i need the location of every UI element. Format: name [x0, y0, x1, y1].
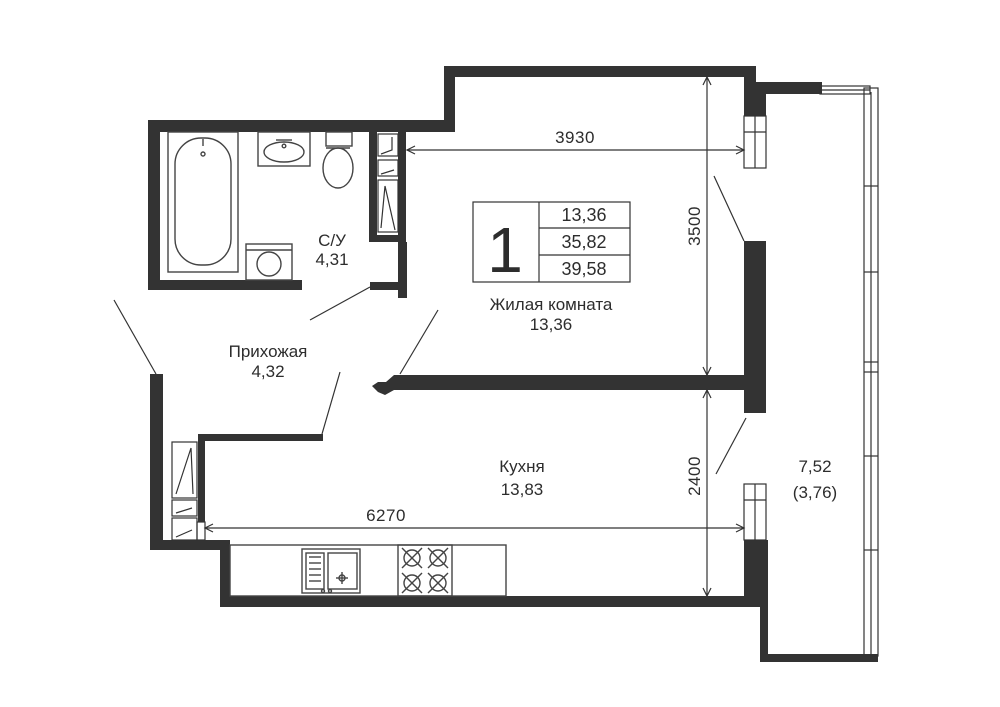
- balcony-area-reduced: (3,76): [793, 483, 837, 502]
- wall-kitchen-bottom: [220, 596, 766, 607]
- wall-hall-kitchen-shaft: [198, 434, 205, 522]
- total-area-with-balcony-value: 39,58: [561, 259, 606, 279]
- wall-living-left-upper: [444, 66, 455, 132]
- bathroom-name: С/У: [318, 231, 346, 250]
- wall-living-kitchen-end: [372, 375, 394, 395]
- shaft-kitchen-3: [171, 517, 198, 541]
- door-swing-living-room: [399, 309, 439, 375]
- wall-balcony-side: [760, 540, 768, 660]
- info-box-frame: [472, 201, 631, 283]
- wall-bath-top: [148, 120, 454, 132]
- kitchen-sink: [301, 548, 361, 594]
- dim-living-depth: 3500: [685, 206, 704, 246]
- wall-bath-left: [148, 120, 160, 290]
- kitchen-fixtures: [229, 544, 507, 597]
- rooms-count: 1: [487, 214, 523, 286]
- wall-pier: [744, 241, 766, 413]
- dim-kitchen-width: 6270: [366, 506, 406, 525]
- kitchen-name: Кухня: [499, 457, 545, 476]
- walls: [148, 66, 878, 662]
- living-room-area: 13,36: [530, 315, 573, 334]
- door-swing-bathroom: [309, 286, 371, 321]
- wall-bath-door-jamb: [398, 242, 407, 298]
- wall-living-top: [444, 66, 756, 77]
- toilet: [322, 147, 354, 189]
- wall-living-kitchen: [394, 375, 756, 390]
- door-swing-kitchen: [715, 417, 747, 475]
- wall-hall-kitchen: [205, 434, 323, 441]
- wall-kitchen-left-stub: [150, 540, 230, 550]
- wall-living-right-jamb: [756, 82, 766, 116]
- kitchen-area: 13,83: [501, 480, 544, 499]
- shaft-kitchen-2: [171, 499, 198, 517]
- wall-balcony-bottom: [760, 654, 878, 662]
- bathroom-area: 4,31: [315, 250, 348, 269]
- shaft-bath-2: [377, 159, 399, 177]
- door-swing-entrance: [113, 299, 157, 375]
- balcony-glazing: [819, 85, 879, 657]
- wall-bath-shaft-bottom: [369, 235, 406, 242]
- washing-machine: [245, 243, 293, 281]
- door-swings: [113, 286, 439, 435]
- wall-bath-door-stub: [370, 282, 407, 290]
- balcony-area: 7,52: [798, 457, 831, 476]
- toilet-tank: [325, 131, 353, 147]
- wall-kitchen-left-lower: [220, 540, 230, 606]
- wall-bath-right-outer: [398, 132, 406, 242]
- wall-living-right-top: [744, 66, 756, 116]
- kitchen-counter: [229, 544, 507, 597]
- bathtub-inner: [174, 137, 232, 266]
- dim-kitchen-depth: 2400: [685, 456, 704, 496]
- wall-balcony-top: [756, 82, 822, 94]
- hallway-name: Прихожая: [229, 342, 308, 361]
- balcony-doors: [713, 115, 767, 541]
- shaft-kitchen-1: [171, 441, 198, 499]
- door-swing-kitchen-door: [321, 371, 341, 435]
- washbasin: [257, 131, 311, 167]
- wall-left-exterior: [150, 374, 163, 550]
- bathroom-fixtures: [167, 131, 354, 281]
- dimension-lines: [203, 75, 746, 598]
- shafts: [171, 133, 399, 541]
- total-area-value: 35,82: [561, 232, 606, 252]
- cooktop: [397, 544, 453, 597]
- bathtub: [167, 131, 239, 273]
- dim-living-width: 3930: [555, 128, 595, 147]
- wall-bath-right-upper: [369, 132, 377, 242]
- hallway-area: 4,32: [251, 362, 284, 381]
- shaft-bath-1: [377, 133, 399, 157]
- shaft-bath-3: [377, 179, 399, 233]
- wall-bath-bottom: [148, 280, 302, 290]
- living-area-value: 13,36: [561, 205, 606, 225]
- door-swing-living: [713, 175, 745, 242]
- living-room-name: Жилая комната: [490, 295, 613, 314]
- area-info-box: 1 13,36 35,82 39,58: [472, 201, 631, 286]
